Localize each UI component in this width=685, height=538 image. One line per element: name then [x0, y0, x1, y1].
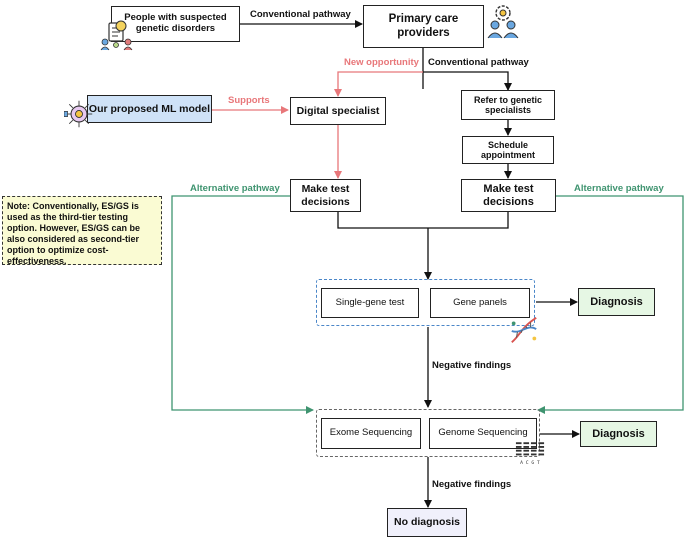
diagnosis-2-node: Diagnosis: [580, 421, 657, 447]
exome-node: Exome Sequencing: [321, 418, 421, 449]
label-negative-2: Negative findings: [432, 479, 512, 490]
test-decisions-right-node: Make test decisions: [461, 179, 556, 212]
ml-brain-icon: [64, 100, 93, 128]
sequencer-grid-icon: A C G T: [515, 442, 545, 466]
diagnosis-1-node: Diagnosis: [578, 288, 655, 316]
label-new-opportunity: New opportunity: [344, 57, 419, 68]
edge-right-merge: [428, 212, 509, 229]
label-conventional-1: Conventional pathway: [250, 9, 351, 20]
gene-panels-node: Gene panels: [430, 288, 530, 318]
primary-care-node: Primary care providers: [363, 5, 484, 48]
digital-specialist-node: Digital specialist: [290, 97, 386, 125]
edge-new-opportunity: [334, 71, 423, 97]
ml-model-node: Our proposed ML model: [87, 95, 212, 123]
schedule-node: Schedule appointment: [462, 136, 554, 164]
test-decisions-left-node: Make test decisions: [290, 179, 361, 212]
tier2-sequencing-group: [316, 409, 540, 457]
single-gene-node: Single-gene test: [321, 288, 419, 318]
sequencer-letters: A C G T: [520, 460, 540, 466]
patient-checklist-icon: [100, 20, 133, 51]
label-negative-1: Negative findings: [432, 360, 512, 371]
label-conventional-2: Conventional pathway: [428, 57, 529, 68]
label-alternative-right: Alternative pathway: [574, 183, 664, 194]
providers-gear-icon: [487, 5, 519, 39]
edge-to-refer: [423, 71, 512, 91]
edge-alt-right: [537, 195, 684, 414]
tier1-tests-group: [316, 279, 535, 326]
refer-genetic-node: Refer to genetic specialists: [461, 90, 555, 120]
edge-left-merge: [337, 212, 428, 229]
no-diagnosis-node: No diagnosis: [387, 508, 467, 537]
edge-alt-left: [171, 195, 314, 414]
label-alternative-left: Alternative pathway: [190, 183, 280, 194]
people-node: People with suspected genetic disorders: [111, 6, 240, 42]
dna-icon: [511, 316, 537, 343]
label-supports: Supports: [228, 95, 270, 106]
tier-note: Note: Conventionally, ES/GS is used as t…: [2, 196, 162, 266]
